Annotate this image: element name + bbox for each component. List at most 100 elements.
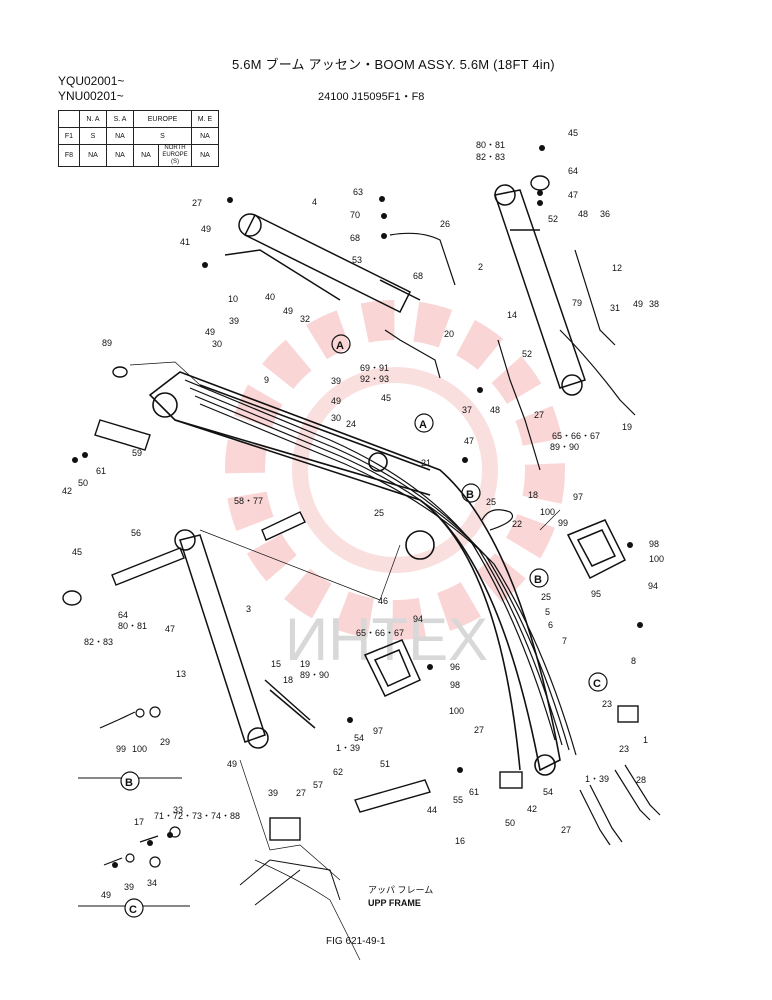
part-label: 100 [449, 706, 464, 716]
part-label: 25 [541, 592, 551, 602]
part-label: 48 [490, 405, 500, 415]
upper-frame-en: UPP FRAME [368, 898, 421, 908]
part-label: 28 [636, 775, 646, 785]
part-label: 50 [0, 0, 10, 2]
part-label: 18 [528, 490, 538, 500]
part-label: 5 [545, 607, 550, 617]
part-label: 27 [534, 410, 544, 420]
part-label: 82・83 [84, 637, 113, 647]
part-label: 62 [333, 767, 343, 777]
part-label: 54 [354, 733, 364, 743]
callout-c-1: C [588, 672, 608, 692]
part-label: 31 [610, 303, 620, 313]
part-label: 98 [450, 680, 460, 690]
serial-range-2: YNU00201~ [58, 89, 124, 103]
part-label: 27 [192, 198, 202, 208]
part-label: 53 [352, 255, 362, 265]
part-label: 42 [62, 486, 72, 496]
part-label: 65・66・67 [552, 431, 600, 441]
part-label: 8 [631, 656, 636, 666]
part-label: 39 [124, 882, 134, 892]
watermark-text: ИНТЕХ [285, 606, 488, 673]
detail-b-marker: B [78, 771, 182, 791]
part-label: 18 [283, 675, 293, 685]
part-label: 82・83 [476, 152, 505, 162]
part-label: 97 [573, 492, 583, 502]
part-label: 22 [512, 519, 522, 529]
part-label: 71・72・73・74・88 [154, 811, 240, 821]
part-label: 69・91 [360, 363, 389, 373]
part-label: 10 [228, 294, 238, 304]
part-label: 29 [160, 737, 170, 747]
part-label: 39 [229, 316, 239, 326]
bolts [72, 145, 643, 868]
arm-cylinder [224, 213, 421, 314]
clamp-plates [363, 519, 627, 697]
part-label: 42 [527, 804, 537, 814]
part-label: 70 [350, 210, 360, 220]
svg-text:A: A [419, 419, 427, 431]
part-label: 94 [413, 614, 423, 624]
part-label: 96 [450, 662, 460, 672]
part-label: 27 [561, 825, 571, 835]
part-label: 47 [165, 624, 175, 634]
part-label: 20 [444, 329, 454, 339]
part-label: 17 [134, 817, 144, 827]
part-label: 61 [96, 466, 106, 476]
svg-text:B: B [534, 574, 542, 586]
part-label: 27 [474, 725, 484, 735]
part-label: 100 [649, 554, 664, 564]
figure-id: FIG 621-49-1 [326, 936, 386, 947]
serial-range-1: YQU02001~ [58, 74, 125, 88]
part-label: 100 [540, 507, 555, 517]
detail-b-parts [99, 706, 161, 729]
part-label: 21 [421, 458, 431, 468]
part-label: 30 [212, 339, 222, 349]
part-label: 39 [268, 788, 278, 798]
part-label: 43 [0, 0, 10, 2]
part-label: 89・90 [550, 442, 579, 452]
part-label: 46 [378, 596, 388, 606]
part-label: 27 [296, 788, 306, 798]
part-label: 2 [478, 262, 483, 272]
part-label: 23 [602, 699, 612, 709]
part-label: 14 [507, 310, 517, 320]
part-label: 48 [578, 209, 588, 219]
part-label: 47 [464, 436, 474, 446]
detail-c-parts [103, 826, 181, 868]
part-label: 38 [649, 299, 659, 309]
part-label: 59 [132, 448, 142, 458]
callout-b-1: B [461, 483, 481, 503]
part-label: 80・81 [476, 140, 505, 150]
part-label: 12 [612, 263, 622, 273]
part-label: 99 [558, 518, 568, 528]
part-label: 89・90 [300, 670, 329, 680]
table-row: F8 NA NA NA NORTH EUROPE (S) NA [58, 144, 219, 167]
part-label: 1・39 [336, 743, 360, 753]
part-label: 50 [78, 478, 88, 488]
part-label: 63 [353, 187, 363, 197]
part-number: 24100 J15095F1・F8 [318, 91, 425, 103]
part-label: 92・93 [360, 374, 389, 384]
part-label: 41 [180, 237, 190, 247]
part-label: 13 [176, 669, 186, 679]
part-label: 26 [440, 219, 450, 229]
watermark-gear [225, 300, 565, 640]
hoses [184, 379, 577, 756]
part-label: 15 [271, 659, 281, 669]
part-label: 45 [381, 393, 391, 403]
part-label: 45 [72, 547, 82, 557]
part-label: 50 [505, 818, 515, 828]
part-label: 80・81 [118, 621, 147, 631]
page-title: 5.6M ブーム アッセン・BOOM ASSY. 5.6M (18FT 4in) [232, 57, 555, 72]
part-label: 57 [313, 780, 323, 790]
svg-text:B: B [466, 489, 474, 501]
part-label: 51 [380, 759, 390, 769]
part-label: 1 [643, 735, 648, 745]
pipes-right [384, 232, 661, 846]
part-label: 30 [331, 413, 341, 423]
part-label: 49 [201, 224, 211, 234]
part-label: 25 [486, 497, 496, 507]
part-label: 98 [649, 539, 659, 549]
part-label: 95 [591, 589, 601, 599]
